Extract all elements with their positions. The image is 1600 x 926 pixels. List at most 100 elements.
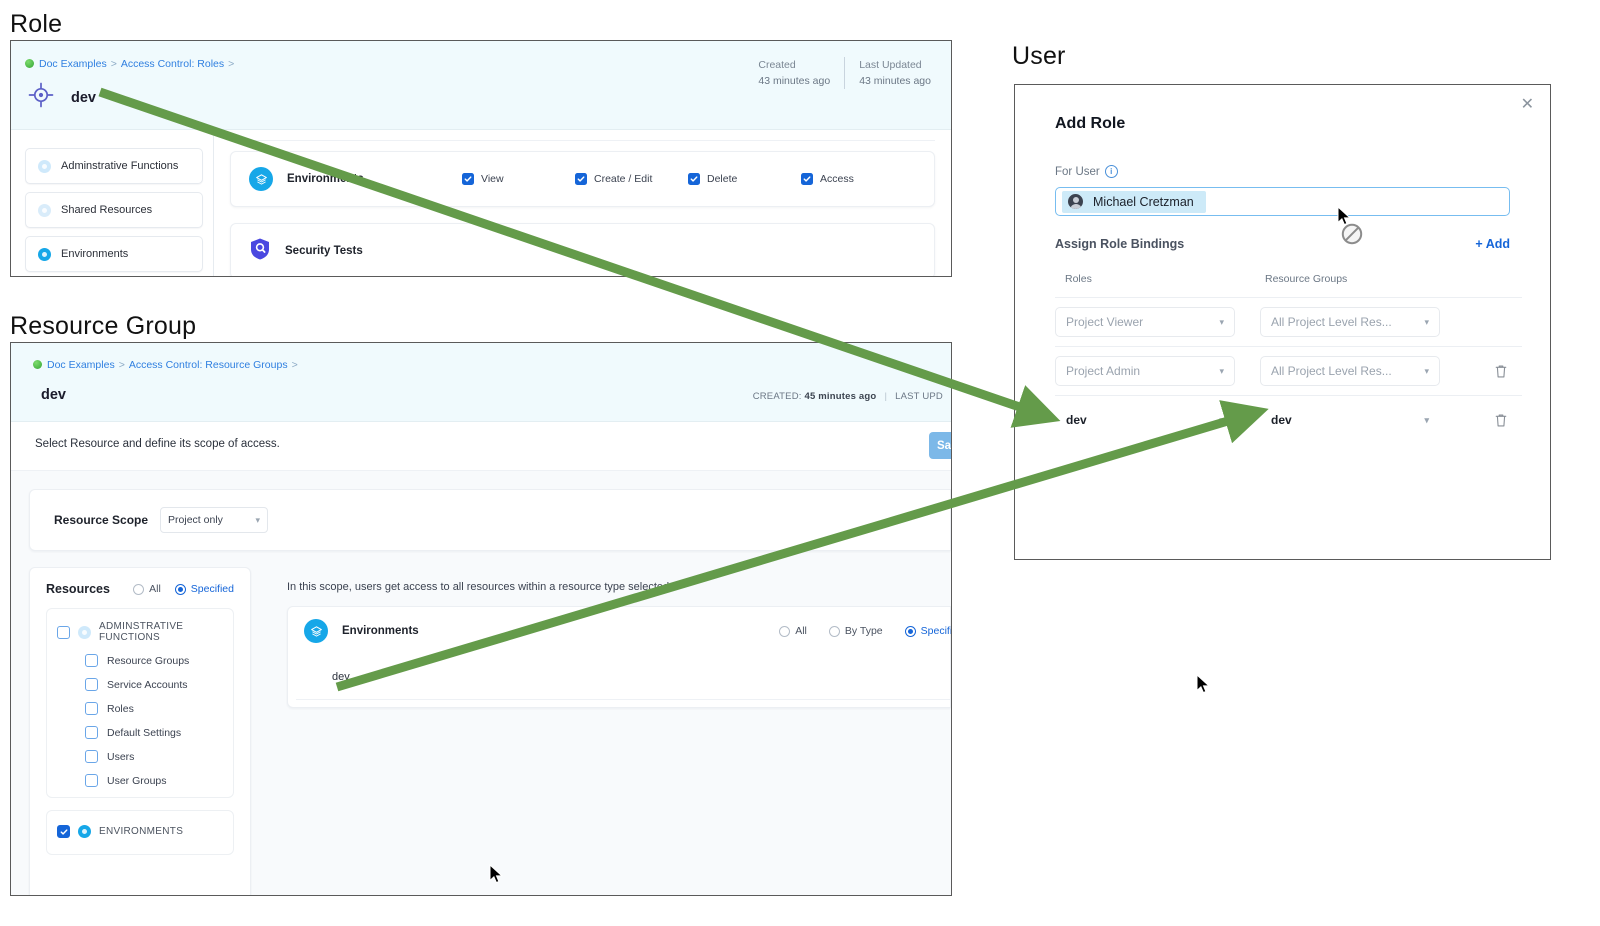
avatar xyxy=(1068,194,1083,209)
category-adminstrative-functions[interactable]: Adminstrative Functions xyxy=(25,148,203,184)
radio-by-type[interactable]: By Type xyxy=(828,625,883,637)
resource-item-default-settings[interactable]: Default Settings xyxy=(85,726,223,739)
breadcrumb[interactable]: Doc Examples>Access Control: Roles> xyxy=(25,58,238,70)
resource-item-label: Default Settings xyxy=(107,726,182,739)
checkbox-icon[interactable] xyxy=(85,678,98,691)
resource-group-select-value: All Project Level Res... xyxy=(1271,364,1392,378)
add-binding-button[interactable]: + Add xyxy=(1475,237,1510,251)
breadcrumb[interactable]: Doc Examples >Access Control: Resource Gr… xyxy=(33,359,302,371)
checkbox-icon[interactable] xyxy=(85,654,98,667)
bright-dot-icon xyxy=(78,825,91,838)
permission-row-security-tests[interactable]: Security Tests xyxy=(230,223,935,276)
permission-access[interactable]: Access xyxy=(801,173,914,185)
checkbox-icon[interactable] xyxy=(85,750,98,763)
chevron-down-icon: ▾ xyxy=(1424,414,1429,425)
resource-item-roles[interactable]: Roles xyxy=(85,702,223,715)
group-header-row[interactable]: ENVIRONMENTS xyxy=(57,825,223,838)
page-title: dev xyxy=(71,89,96,106)
user-chip[interactable]: Michael Cretzman xyxy=(1062,190,1206,213)
resource-group-subbar: Select Resource and define its scope of … xyxy=(11,422,951,471)
last-updated-value: 43 minutes ago xyxy=(859,75,931,87)
delete-row-button[interactable] xyxy=(1494,363,1508,379)
permission-checkboxes: View Create / Edit Delete xyxy=(462,173,916,185)
page-title: dev xyxy=(41,387,66,403)
created-value: 43 minutes ago xyxy=(758,75,831,87)
delete-placeholder xyxy=(1494,314,1508,330)
role-select[interactable]: Project Admin ▾ xyxy=(1055,356,1235,386)
table-row: dev ▾ dev ▾ xyxy=(1055,395,1522,444)
chevron-down-icon: ▾ xyxy=(1219,316,1224,327)
checkbox-checked-icon[interactable] xyxy=(57,825,70,838)
close-icon[interactable]: ✕ xyxy=(1520,96,1534,113)
resource-item-resource-groups[interactable]: Resource Groups xyxy=(85,654,223,667)
permission-row-environments[interactable]: Environments View Create / Edit xyxy=(230,151,935,207)
radio-icon[interactable] xyxy=(828,625,840,637)
permission-create-edit[interactable]: Create / Edit xyxy=(575,173,688,185)
resource-item-users[interactable]: Users xyxy=(85,750,223,763)
resources-title: Resources xyxy=(46,582,110,596)
resource-item-label: Service Accounts xyxy=(107,678,188,691)
permission-delete[interactable]: Delete xyxy=(688,173,801,185)
breadcrumb-section[interactable]: Access Control: Roles xyxy=(120,58,225,70)
category-environments[interactable]: Environments xyxy=(25,236,203,272)
resource-group-select[interactable]: All Project Level Res... ▾ xyxy=(1260,307,1440,337)
checkbox-icon[interactable] xyxy=(85,702,98,715)
scope-detail-area: In this scope, users get access to all r… xyxy=(269,567,951,708)
checkbox-icon[interactable] xyxy=(57,625,70,639)
resource-group-select[interactable]: All Project Level Res... ▾ xyxy=(1260,356,1440,386)
for-user-label-row: For User i xyxy=(1055,165,1118,178)
breadcrumb-section[interactable]: Access Control: Resource Groups xyxy=(128,359,288,371)
role-select[interactable]: dev ▾ xyxy=(1055,405,1235,435)
mouse-cursor-resource-group xyxy=(489,864,504,884)
category-shared-resources[interactable]: Shared Resources xyxy=(25,192,203,228)
info-icon[interactable]: i xyxy=(1104,165,1118,178)
role-select[interactable]: Project Viewer ▾ xyxy=(1055,307,1235,337)
radio-icon[interactable] xyxy=(133,583,145,595)
breadcrumb-separator-2: > xyxy=(291,359,298,371)
group-header-row[interactable]: ADMINSTRATIVE FUNCTIONS xyxy=(57,621,223,643)
resource-group-select[interactable]: dev ▾ xyxy=(1260,405,1440,435)
radio-specified[interactable]: Specified xyxy=(174,583,234,595)
role-select-value: Project Viewer xyxy=(1066,315,1144,329)
checkbox-checked-icon[interactable] xyxy=(575,173,587,185)
permission-row-name: Environments xyxy=(287,173,364,185)
resource-group-header: Doc Examples >Access Control: Resource Gr… xyxy=(11,343,951,422)
checkbox-checked-icon[interactable] xyxy=(688,173,700,185)
checkbox-checked-icon[interactable] xyxy=(801,173,813,185)
checkbox-icon[interactable] xyxy=(85,774,98,787)
checkbox-checked-icon[interactable] xyxy=(462,173,474,185)
resource-item-label: Resource Groups xyxy=(107,654,190,667)
table-row: Project Viewer ▾ All Project Level Res..… xyxy=(1055,297,1522,346)
mouse-cursor-user xyxy=(1196,674,1211,694)
user-input-field[interactable]: Michael Cretzman xyxy=(1055,187,1510,216)
role-panel: Doc Examples>Access Control: Roles> dev … xyxy=(10,40,952,277)
resource-group-body: Resource Scope Project only ▾ Resources … xyxy=(11,471,951,895)
bindings-rows: Project Viewer ▾ All Project Level Res..… xyxy=(1055,297,1522,444)
resource-item-label: Roles xyxy=(107,702,134,715)
delete-row-button[interactable] xyxy=(1494,412,1508,428)
checkbox-icon[interactable] xyxy=(85,726,98,739)
pale-dot-icon xyxy=(78,625,91,639)
radio-specified[interactable]: Specifie xyxy=(904,625,951,637)
radio-icon[interactable] xyxy=(779,625,791,637)
radio-all[interactable]: All xyxy=(779,625,807,637)
radio-selected-icon[interactable] xyxy=(904,625,916,637)
permission-label: Create / Edit xyxy=(594,173,653,185)
environments-scope-name: Environments xyxy=(342,625,419,637)
breadcrumb-root[interactable]: Doc Examples xyxy=(39,58,107,70)
resource-item-service-accounts[interactable]: Service Accounts xyxy=(85,678,223,691)
permission-view[interactable]: View xyxy=(462,173,575,185)
for-user-label: For User xyxy=(1055,165,1100,178)
radio-selected-icon[interactable] xyxy=(174,583,186,595)
resource-scope-card: Resource Scope Project only ▾ xyxy=(29,489,951,551)
permission-label: Access xyxy=(820,173,854,185)
breadcrumb-separator-2: > xyxy=(228,58,235,70)
radio-all[interactable]: All xyxy=(133,583,161,595)
resource-item-user-groups[interactable]: User Groups xyxy=(85,774,223,787)
resource-scope-select[interactable]: Project only ▾ xyxy=(160,507,269,533)
dialog-title: Add Role xyxy=(1055,115,1126,132)
save-button[interactable]: Sav xyxy=(929,432,951,459)
pale-dot-icon xyxy=(38,159,51,173)
meta-divider: | xyxy=(884,391,888,402)
breadcrumb-root[interactable]: Doc Examples xyxy=(47,359,115,371)
